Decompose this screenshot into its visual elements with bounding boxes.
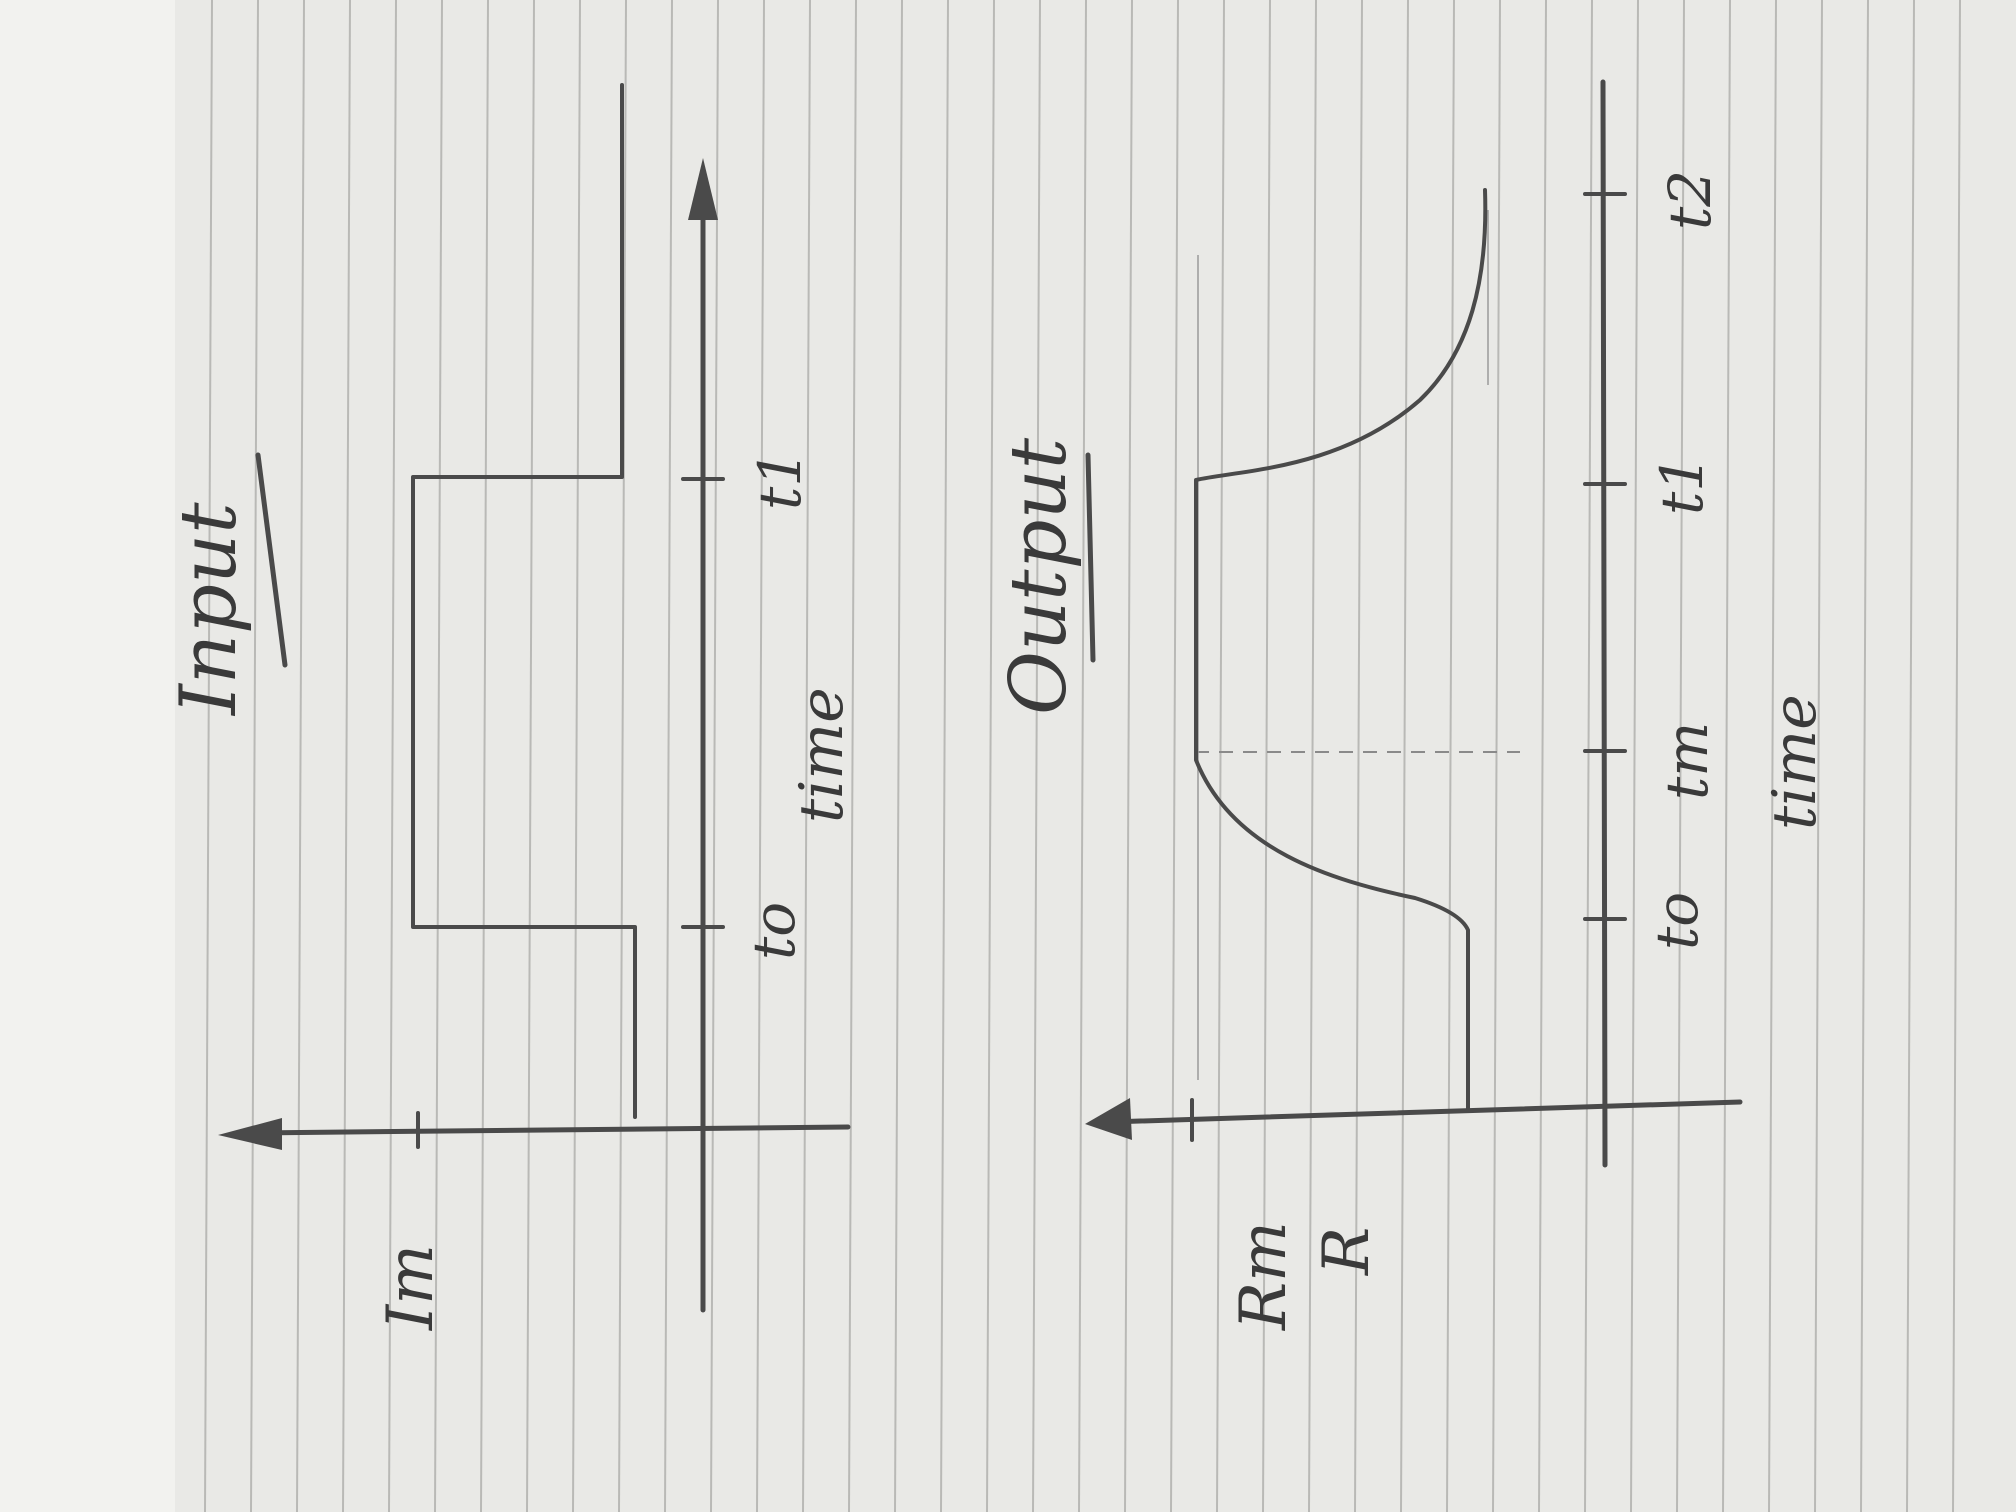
input-amplitude-arrow-icon [218,1118,282,1150]
output-ylabel-rm: Rm [1227,1221,1301,1331]
input-graph: Input Im time to t1 [164,83,857,1331]
input-ylabel-im: Im [374,1244,448,1331]
input-title-underline [255,452,288,668]
output-tick-label-to: to [1643,892,1711,950]
paper-margin [0,0,175,1512]
output-xlabel-time: time [1760,694,1830,830]
output-tick-label-tm: tm [1653,722,1721,800]
input-tick-label-to: to [740,902,808,960]
input-title: Input [164,502,254,717]
output-graph: Output Rm R time to tm t1 t2 [994,79,1830,1331]
output-response-curve [1194,188,1488,1112]
output-ylabel-r: R [1310,1227,1384,1276]
output-tick-label-t2: t2 [1656,170,1724,230]
output-response-arrow-icon [1085,1098,1132,1140]
output-title: Output [994,437,1084,715]
input-tick-label-t1: t1 [746,450,814,510]
input-xlabel-time: time [787,687,857,823]
output-title-underline [1085,452,1096,663]
output-response-axis [1107,1099,1743,1125]
input-time-arrow-icon [688,158,718,220]
output-time-axis [1600,79,1608,1168]
ruled-lines [204,0,1961,1512]
input-amplitude-axis [245,1124,851,1136]
output-tick-label-t1: t1 [1648,455,1716,515]
input-pulse-line [411,83,637,1119]
